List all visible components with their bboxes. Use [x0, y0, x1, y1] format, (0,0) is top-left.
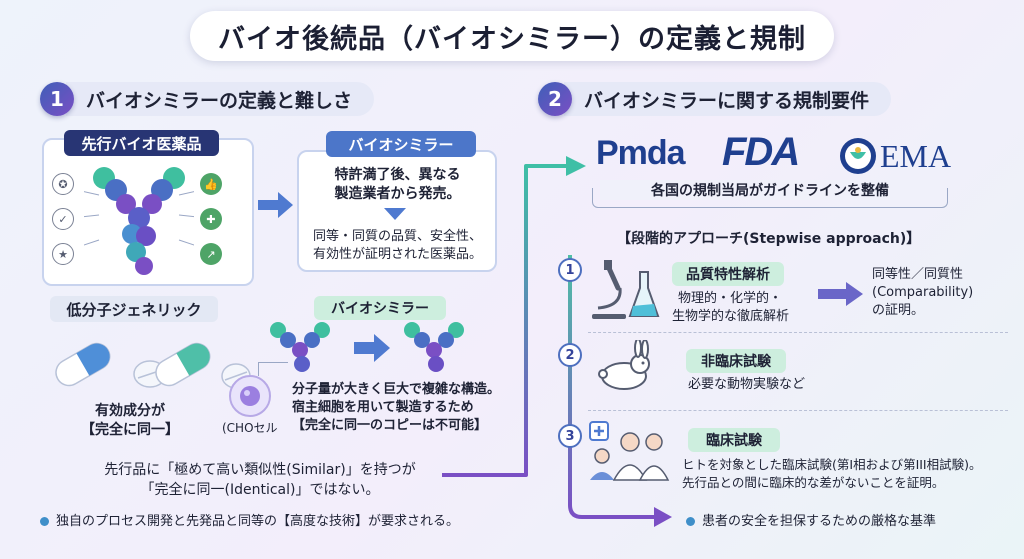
biosimilar-def-line2: 製造業者から発売。: [334, 186, 461, 202]
step3-line1: ヒトを対象とした臨床試験(第I相および第III相試験)。: [682, 457, 982, 472]
biosimilar-definition-box: [297, 150, 497, 272]
stepwise-approach-title: 【段階的アプローチ(Stepwise approach)】: [617, 231, 921, 247]
biosimilar2-line1: 分子量が大きく巨大で複雑な構造。: [292, 382, 501, 397]
cho-cell-label: (CHOセル: [222, 421, 278, 435]
section2-title: バイオシミラーに関する規制要件: [564, 82, 892, 116]
badge-icon: ✪: [52, 173, 74, 195]
step-divider-2: [588, 410, 1008, 411]
arrow-right-icon: [258, 192, 293, 218]
step2-number: 2: [558, 343, 582, 367]
flow-arrow-icon: [442, 156, 586, 477]
section1-header: 1 バイオシミラーの定義と難しさ: [40, 80, 375, 118]
shield-icon: ✓: [52, 208, 74, 230]
step3-line2: 先行品との間に臨床的な差がないことを証明。: [682, 475, 945, 490]
cell-connector: [258, 362, 288, 376]
antibody-icon: [84, 167, 194, 275]
conclusion-line1: 先行品に「極めて高い類似性(Similar)」を持つが: [104, 462, 416, 478]
arrow-right-icon-2: [818, 282, 863, 306]
ema-seal-icon: [840, 138, 876, 174]
biosimilar-def-line1: 特許満了後、異なる: [334, 167, 461, 183]
agencies-caption: 各国の規制当局がガイドラインを整備: [600, 180, 940, 200]
award-icon: ★: [52, 243, 74, 265]
step3-label: 臨床試験: [688, 428, 780, 452]
cho-cell-icon: [229, 375, 271, 417]
pmda-logo: Pmda: [596, 134, 686, 172]
fda-logo: FDA: [722, 130, 800, 174]
section1-bullet-text: 独自のプロセス開発と先発品と同等の【高度な技術】が要求される。: [56, 514, 460, 529]
pill-icon: [55, 342, 251, 389]
step1-label: 品質特性解析: [672, 262, 784, 286]
doctors-icon: [589, 421, 670, 481]
bullet-dot-icon: [40, 517, 49, 526]
step1-result1: 同等性／同質性: [872, 267, 964, 282]
biosimilar-def-line3: 同等・同質の品質、安全性、: [312, 229, 482, 244]
bullet-dot-icon-2: [686, 517, 695, 526]
section1-title: バイオシミラーの定義と難しさ: [66, 82, 375, 116]
step2-line1: 必要な動物実験など: [688, 377, 806, 392]
step1-result3: の証明。: [872, 303, 925, 318]
ema-logo: EMA: [880, 138, 952, 174]
step1-line2: 生物学的な徹底解析: [672, 309, 790, 324]
conclusion-line2: 「完全に同一(Identical)」ではない。: [140, 482, 380, 498]
step1-result2: (Comparability): [872, 285, 974, 300]
microscope-flask-icon: [592, 260, 660, 319]
biosimilar2-line2: 宿主細胞を用いて製造するため: [292, 400, 474, 415]
section1-number: 1: [40, 82, 74, 116]
thumbs-up-icon: 👍: [200, 173, 222, 195]
section2-bullet-text: 患者の安全を担保するための厳格な基準: [702, 514, 937, 529]
originator-label: 先行バイオ医薬品: [64, 130, 219, 156]
step2-label: 非臨床試験: [686, 349, 786, 373]
biosimilar-def-line4: 有効性が証明された医薬品。: [312, 247, 482, 262]
biosimilar-label-2: バイオシミラー: [314, 296, 446, 320]
arrow-down-icon: [384, 208, 406, 220]
section2-number: 2: [538, 82, 572, 116]
step1-line1: 物理的・化学的・: [678, 291, 783, 306]
section1-bullet: 独自のプロセス開発と先発品と同等の【高度な技術】が要求される。: [40, 510, 459, 529]
section2-bullet: 患者の安全を担保するための厳格な基準: [686, 510, 936, 529]
step-divider-1: [588, 332, 1008, 333]
biosimilar2-line3: 【完全に同一のコピーは不可能】: [292, 418, 488, 433]
timeline-arrow-icon: [568, 255, 672, 527]
page-title: バイオ後続品（バイオシミラー）の定義と規制: [190, 11, 834, 61]
section2-header: 2 バイオシミラーに関する規制要件: [538, 80, 892, 118]
generic-caption2: 【完全に同一】: [81, 422, 179, 438]
rabbit-icon: [598, 340, 650, 390]
agencies-bracket: [592, 188, 948, 208]
step3-number: 3: [558, 424, 582, 448]
medical-kit-icon: ✚: [200, 208, 222, 230]
generic-label: 低分子ジェネリック: [50, 296, 218, 322]
antibody-pair-icon: [270, 322, 464, 372]
step1-number: 1: [558, 258, 582, 282]
biosimilar-label: バイオシミラー: [326, 131, 476, 157]
generic-caption1: 有効成分が: [95, 403, 165, 419]
growth-chart-icon: ↗: [200, 243, 222, 265]
